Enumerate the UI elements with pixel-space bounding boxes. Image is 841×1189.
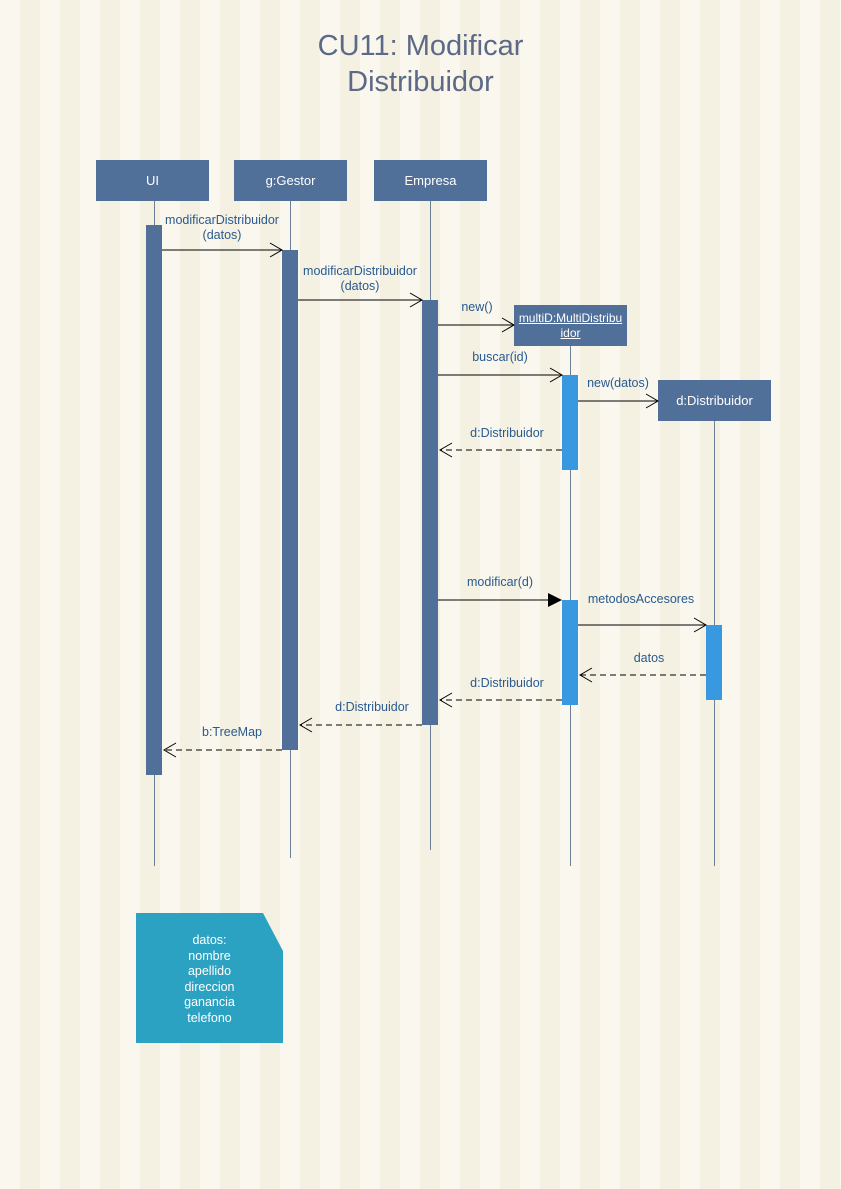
diagram-title: CU11: Modificar Distribuidor — [0, 28, 841, 100]
activation-distribuidor — [706, 625, 722, 700]
arrowhead-m4 — [549, 367, 563, 383]
activation-empresa — [422, 300, 438, 725]
note-line-2: nombre — [188, 948, 231, 963]
message-label-m2: modificarDistribuidor(datos) — [303, 264, 417, 293]
actor-multi-distribuidor: multiD:MultiDistribuidor — [514, 305, 627, 346]
activation-ui — [146, 225, 162, 775]
arrowhead-m2 — [409, 292, 423, 308]
message-label-m10: d:Distribuidor — [470, 676, 544, 690]
note-line-5: ganancia — [184, 995, 235, 1009]
arrowhead-m5 — [645, 393, 659, 409]
actor-distribuidor: d:Distribuidor — [658, 380, 771, 421]
message-label-m12: b:TreeMap — [202, 725, 262, 739]
activation-gestor — [282, 250, 298, 750]
arrowhead-m11 — [299, 717, 313, 733]
message-label-m5: new(datos) — [587, 376, 649, 390]
diagram-title-line-1: CU11: Modificar — [317, 30, 524, 62]
note-line-3: apellido — [187, 964, 232, 978]
activation-multi-2 — [562, 600, 578, 705]
note-line-6: telefono — [187, 1010, 232, 1025]
note-line-4: direccion — [184, 979, 235, 994]
message-label-m1: modificarDistribuidor(datos) — [165, 213, 279, 242]
actor-ui: UI — [96, 160, 209, 201]
activation-multi-1 — [562, 375, 578, 470]
message-label-m11: d:Distribuidor — [335, 700, 409, 714]
note-datos: datos: nombre apellido direccion gananci… — [136, 913, 283, 1043]
actor-gestor: g:Gestor — [234, 160, 347, 201]
message-label-m9: datos — [633, 651, 665, 665]
diagram-title-line-2: Distribuidor — [347, 66, 494, 98]
message-label-m6: d:Distribuidor — [470, 426, 544, 440]
actor-empresa: Empresa — [374, 160, 487, 201]
arrowhead-m12 — [163, 742, 177, 758]
message-label-m7: modificar(d) — [467, 575, 533, 589]
arrowhead-m1 — [269, 242, 283, 258]
message-label-m4: buscar(id) — [472, 350, 528, 364]
arrowhead-m3 — [501, 317, 515, 333]
arrowhead-m7 — [548, 593, 562, 607]
arrowhead-m6 — [439, 442, 453, 458]
arrowhead-m8 — [693, 617, 707, 633]
note-line-1: datos: — [192, 933, 227, 947]
arrowhead-m9 — [579, 667, 593, 683]
arrowhead-m10 — [439, 692, 453, 708]
message-label-m8: metodosAccesores — [587, 592, 695, 606]
message-label-m3: new() — [461, 300, 493, 314]
